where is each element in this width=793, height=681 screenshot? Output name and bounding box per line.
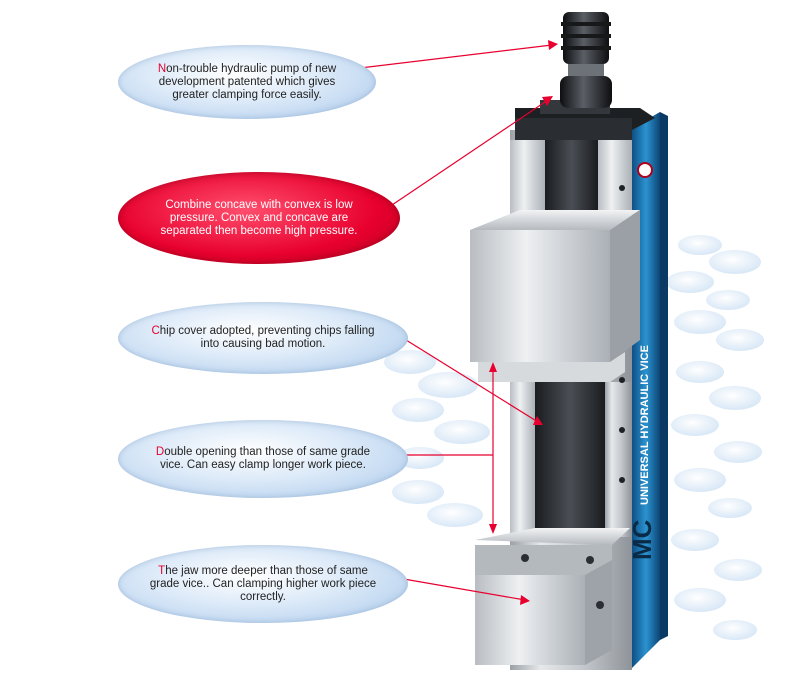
callout-initial: C — [151, 325, 160, 337]
product-side-label: MC UNIVERSAL HYDRAULIC VICE — [627, 162, 657, 560]
callout-chip-cover: Chip cover adopted, preventing chips fal… — [118, 302, 408, 374]
product-label-text: UNIVERSAL HYDRAULIC VICE — [639, 345, 651, 505]
callout-hydraulic-pump: Non-trouble hydraulic pump of new develo… — [118, 45, 376, 119]
callout-initial: N — [157, 62, 167, 75]
callout-double-opening: Double opening than those of same grade … — [118, 420, 408, 498]
callout-text: ouble opening than those of same grade v… — [160, 446, 371, 471]
callout-deeper-jaw: The jaw more deeper than those of same g… — [118, 545, 408, 623]
callout-text: on-trouble hydraulic pump of new develop… — [158, 62, 337, 101]
background-dots — [384, 235, 764, 640]
callout-text: Combine concave with convex is low press… — [160, 198, 358, 237]
logo-emblem — [637, 162, 653, 178]
callout-text: hip cover adopted, preventing chips fall… — [159, 325, 375, 350]
vice-body — [470, 100, 655, 670]
callout-text: he jaw more deeper than those of same gr… — [149, 564, 377, 603]
hydraulic-pump-knob — [560, 12, 612, 108]
product-mark-text: MC — [627, 519, 657, 560]
callout-initial: D — [155, 446, 165, 458]
callout-arrows — [359, 40, 558, 605]
callout-initial: T — [158, 564, 166, 577]
callout-concave-convex: Combine concave with convex is low press… — [118, 172, 400, 264]
